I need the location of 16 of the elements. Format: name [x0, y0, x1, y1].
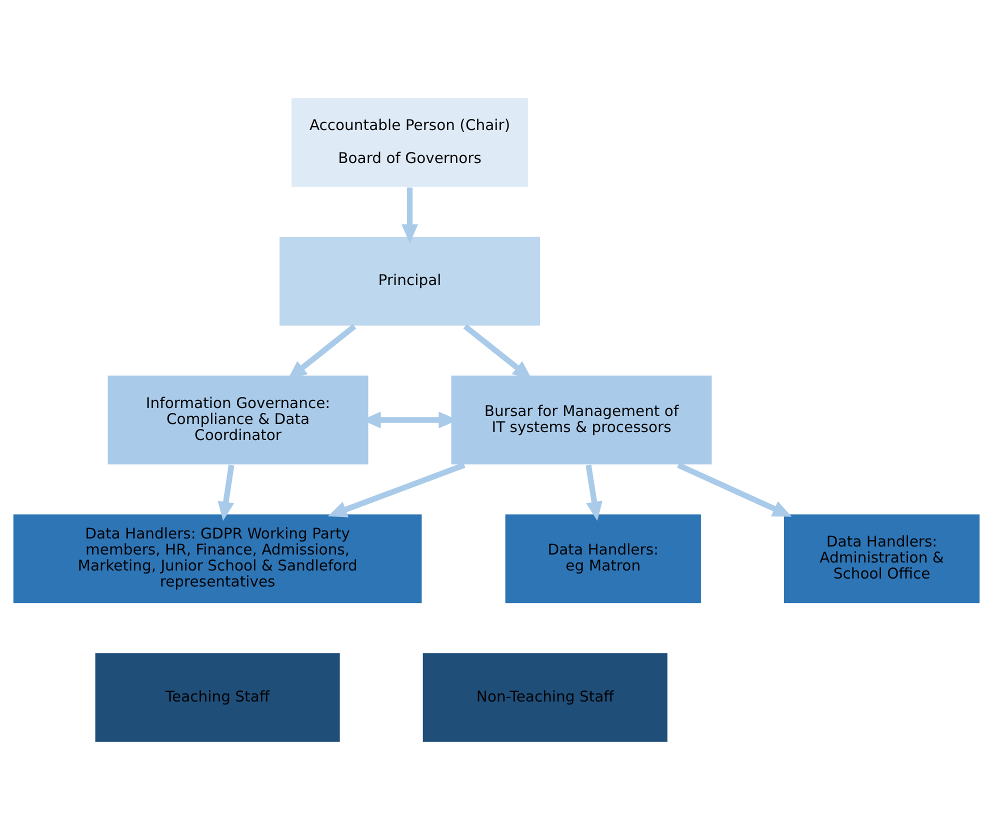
arrow	[328, 462, 466, 517]
arrow	[677, 462, 792, 516]
arrow	[288, 324, 356, 379]
node-box: Teaching Staff	[94, 652, 341, 743]
node-box: Bursar for Management of IT systems & processors	[450, 374, 713, 465]
node-box: Data Handlers: eg Matron	[504, 512, 702, 604]
arrow	[463, 324, 532, 379]
node-box: Non-Teaching Staff	[422, 652, 669, 743]
arrow	[586, 464, 603, 520]
arrow	[401, 187, 418, 243]
node-box: Information Governance: Compliance & Data Coordinator	[106, 374, 370, 465]
node-box: Data Handlers: GDPR Working Party members, HR, Finance, Admissions, Marketing, Junior School & Sandleford representatives	[12, 512, 423, 604]
arrow	[218, 464, 234, 520]
node-box: Data Handlers: Administration & School Office	[782, 512, 981, 604]
node-box: Accountable Person (Chair) Board of Governors	[290, 96, 530, 188]
node-box: Principal	[278, 235, 542, 326]
